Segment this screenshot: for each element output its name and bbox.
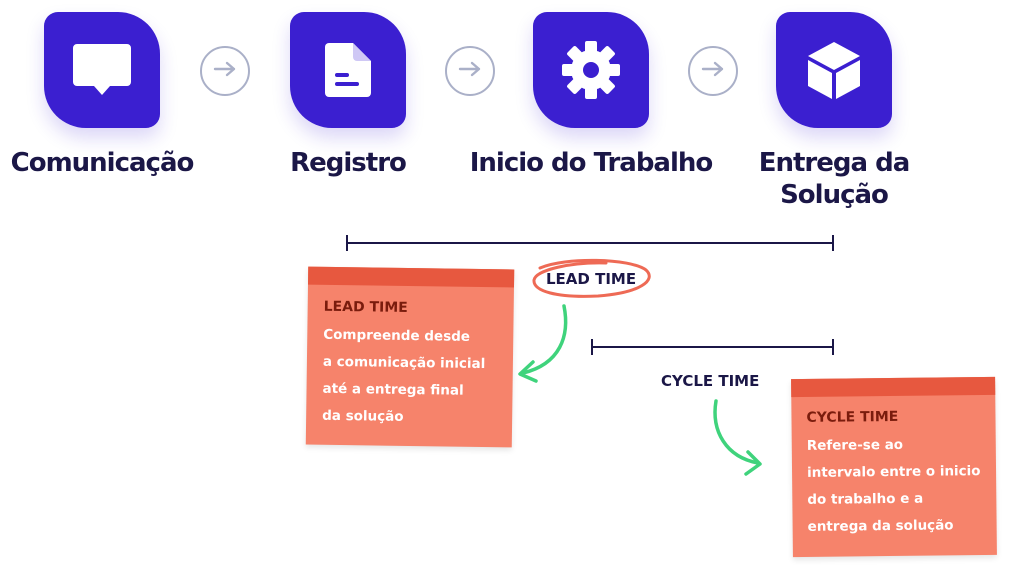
lead-time-note-band <box>308 266 515 288</box>
lead-time-pointer-arrowhead <box>518 360 538 383</box>
cycle-time-note-line: intervalo entre o inicio <box>806 463 981 481</box>
connector-3 <box>688 46 738 96</box>
step-label-delivery: Entrega da Solução <box>742 147 926 211</box>
step-label-delivery-line2: Solução <box>780 180 889 210</box>
cycle-time-span <box>592 346 833 348</box>
cycle-time-label: CYCLE TIME <box>661 372 760 390</box>
cycle-time-note-line: entrega da solução <box>807 517 954 535</box>
lead-time-note-title: LEAD TIME <box>323 298 408 316</box>
step-label-delivery-line1: Entrega da <box>758 148 911 178</box>
connector-1 <box>200 46 250 96</box>
lead-time-note-line: até a entrega final <box>322 380 464 399</box>
arrow-right-icon <box>701 61 725 81</box>
cycle-time-note: CYCLE TIME Refere-se ao intervalo entre … <box>791 376 997 558</box>
step-work-start-tile <box>533 12 649 128</box>
document-icon <box>323 41 373 99</box>
cycle-time-note-band <box>791 376 996 398</box>
step-communication-tile <box>44 12 160 128</box>
step-label-registro: Registro <box>290 148 407 178</box>
cycle-time-span-end <box>832 339 834 355</box>
cycle-time-note-line: Refere-se ao <box>806 436 904 454</box>
cycle-time-note-line: do trabalho e a <box>807 490 924 508</box>
cycle-time-note-title: CYCLE TIME <box>806 408 899 426</box>
lead-time-span <box>347 242 833 244</box>
step-label-communication: Comunicação <box>10 148 195 178</box>
arrow-right-icon <box>213 61 237 81</box>
arrow-right-icon <box>458 61 482 81</box>
box-icon <box>804 39 864 101</box>
connector-2 <box>445 46 495 96</box>
lead-time-pointer-arrow <box>521 304 568 375</box>
cycle-time-pointer-arrowhead <box>744 450 762 476</box>
lead-time-span-end <box>832 235 834 251</box>
lead-time-note-line: a comunicação inicial <box>322 353 486 373</box>
step-delivery-tile <box>776 12 892 128</box>
step-label-work-start: Inicio do Trabalho <box>469 148 714 178</box>
step-registro-tile <box>290 12 406 128</box>
gear-icon <box>560 39 622 101</box>
cycle-time-pointer-arrow <box>713 399 760 465</box>
lead-time-note-line: da solução <box>322 407 404 425</box>
lead-time-note-line: Compreende desde <box>323 326 471 345</box>
lead-time-note: LEAD TIME Compreende desde a comunicação… <box>305 266 515 448</box>
lead-time-label: LEAD TIME <box>546 270 637 288</box>
chat-bubble-icon <box>71 42 133 98</box>
